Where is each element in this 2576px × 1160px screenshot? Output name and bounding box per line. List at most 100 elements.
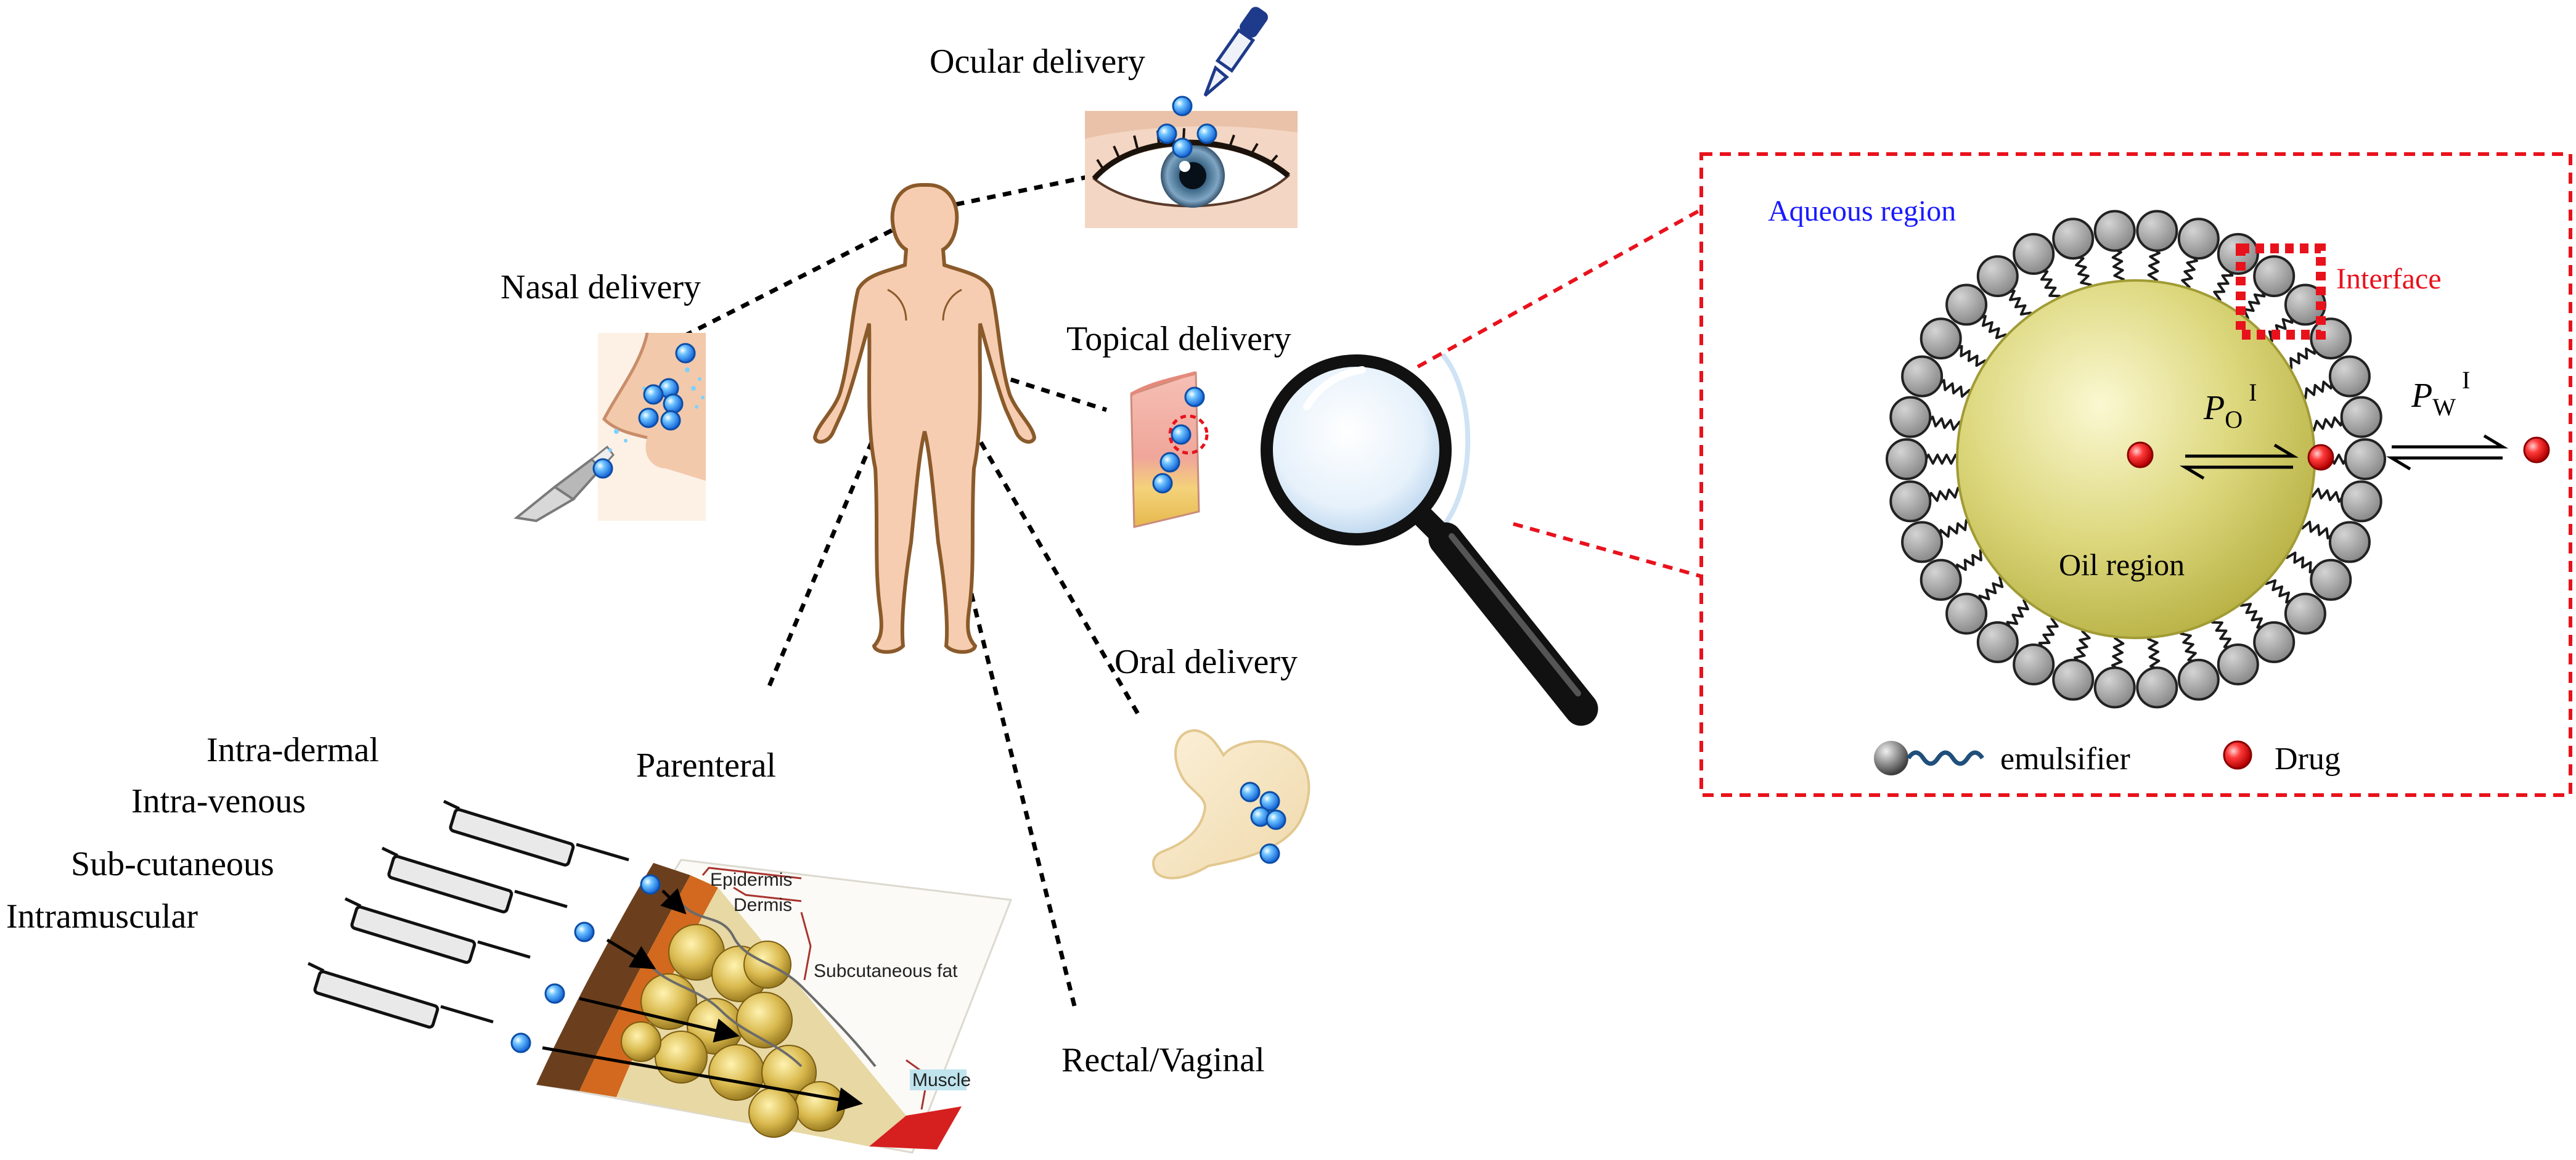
emulsifier-tail [1952,345,1987,371]
parenteral-label: Parenteral [636,746,776,785]
emulsifier-head [2093,666,2136,709]
drug-droplet [1172,137,1193,158]
emulsifier-head [2177,658,2220,701]
equilibrium-arrows-oil [2179,443,2299,480]
drug-droplet [643,384,664,405]
emulsifier-tail [1978,576,2010,606]
dropper-icon [1203,7,1268,97]
emulsifier-tail [2297,378,2334,399]
drug-droplet [1156,123,1177,144]
emulsifier-tail [2210,266,2234,301]
syringe-icons [307,799,629,1029]
injection-arrows [542,888,863,1112]
emulsifier-tail-icon [1907,750,1984,766]
emulsifier-head [1889,396,1932,438]
oil-region-label: Oil region [2059,547,2185,582]
emulsifier-tail [2285,547,2320,574]
emulsifier-tail [2211,613,2235,648]
skin-block-image [1130,371,1209,528]
human-body-icon [812,183,1037,654]
legend: emulsifier Drug [1874,740,2341,777]
emulsifier-tail [2111,247,2125,286]
drug-droplet [574,921,595,942]
legend-drug-icon [2223,740,2252,770]
drug-molecule [2523,436,2550,464]
muscle-label: Muscle [912,1070,971,1090]
emulsifier-head [1945,284,1988,326]
nasal-label: Nasal delivery [501,268,701,306]
emulsifier-tail [2147,247,2161,285]
emulsifier-head [1945,592,1988,635]
emulsifier-head [2310,558,2352,601]
drug-droplet [660,410,681,431]
emulsifier-head [2253,621,2296,663]
epidermis-label: Epidermis [710,870,792,890]
emulsifier-head [2013,643,2055,685]
drug-droplet [1152,473,1173,494]
parenteral-section: Parenteral Rectal/Vaginal Intra-dermal I… [6,731,1265,1154]
ocular-label: Ocular delivery [930,43,1145,81]
emulsifier-head [2052,658,2095,701]
drug-droplet [640,874,661,895]
rectal-label: Rectal/Vaginal [1061,1041,1265,1079]
emulsifier-head [1886,438,1928,480]
drug-droplet [510,1032,531,1053]
line-to-topical [994,372,1108,412]
emulsifier-tail [1936,378,1972,400]
emulsifier-tail [2006,599,2034,632]
legend-drug-label: Drug [2275,741,2341,777]
emulsion-droplet-panel: Aqueous region Interface Oil region POI … [1699,152,2572,797]
emulsifier-tail [1938,519,1975,541]
emulsifier-head [1920,317,1962,360]
emulsifier-head [2344,438,2386,480]
emulsifier-tail [1976,315,2007,345]
emulsifier-tail [2282,343,2316,369]
legend-emulsifier-label: emulsifier [2000,741,2130,777]
emulsifier-head [2328,355,2371,398]
syringe-icon [381,846,568,913]
emulsifier-head [1976,621,2019,663]
sub-cutaneous-label: Sub-cutaneous [71,845,274,883]
oral-label: Oral delivery [1114,643,1298,681]
topical-section: Topical delivery [1066,320,1291,528]
emulsifier-head [1901,355,1944,398]
drug-droplet [675,343,696,364]
emulsifier-tail [1956,549,1990,575]
emulsifier-tail [2265,574,2296,603]
interface-label: Interface [2336,263,2442,295]
emulsifier-head [2253,255,2296,298]
emulsifier-head-icon [1874,741,1908,775]
equilibrium-arrows-water [2386,434,2509,471]
emulsifier-tail [2074,628,2093,666]
drug-droplet [663,393,684,414]
drug-droplet [1240,782,1261,803]
emulsifier-tail [2179,253,2198,290]
drug-droplet [592,458,613,479]
line-to-ocular [939,174,1089,210]
ocular-section: Ocular delivery [930,7,1298,228]
emulsifier-head [2328,521,2371,563]
emulsifier-head [2217,643,2259,685]
emulsifier-tail [2037,270,2061,305]
nasal-section: Nasal delivery [501,268,706,523]
emulsifier-tail [2111,633,2125,672]
drug-droplet [1259,843,1280,864]
emulsifier-head [2177,218,2220,260]
emulsifier-tail [2004,290,2032,322]
emulsifier-head [2013,233,2055,275]
emulsifier-head [2340,396,2382,438]
emulsifier-head [2052,218,2095,260]
emulsifier-head [1889,480,1932,523]
eye-image [1085,111,1298,228]
drug-droplet [544,983,565,1004]
emulsifier-head [2310,317,2352,360]
topical-label: Topical delivery [1066,320,1291,358]
drug-droplet [1159,452,1180,473]
drug-droplet [1259,791,1280,812]
aqueous-region-label: Aqueous region [1768,195,1956,227]
syringe-icon [307,962,494,1029]
pw-symbol: PWI [2411,366,2470,421]
drug-droplet [1172,96,1193,116]
